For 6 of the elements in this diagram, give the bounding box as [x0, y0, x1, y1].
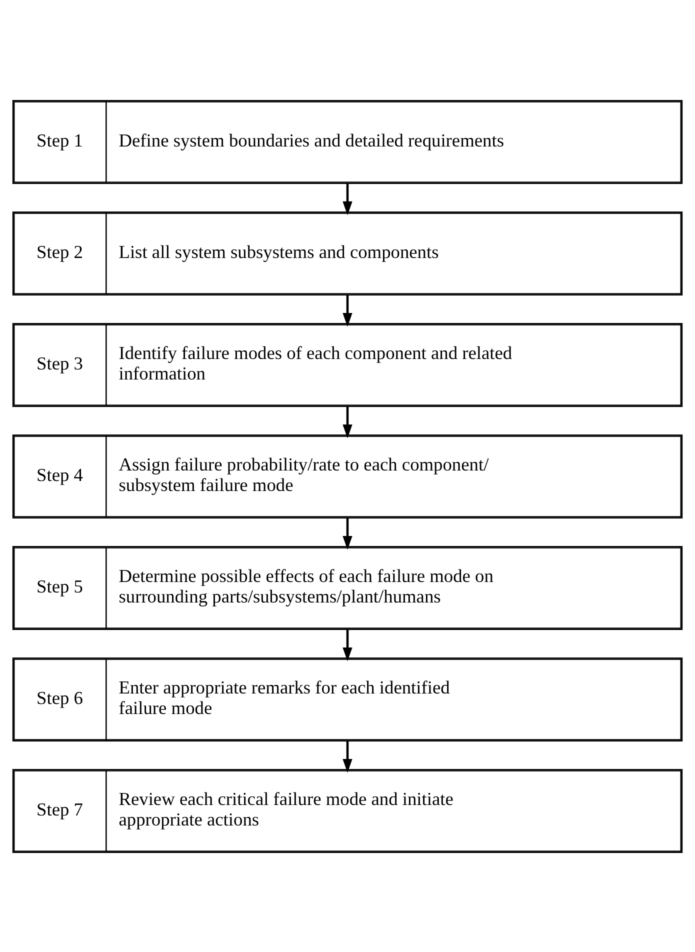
arrow [342, 629, 352, 661]
arrow [342, 182, 352, 215]
arrow [342, 518, 352, 550]
arrow [342, 294, 352, 326]
arrow [342, 740, 352, 772]
arrow [342, 406, 352, 438]
